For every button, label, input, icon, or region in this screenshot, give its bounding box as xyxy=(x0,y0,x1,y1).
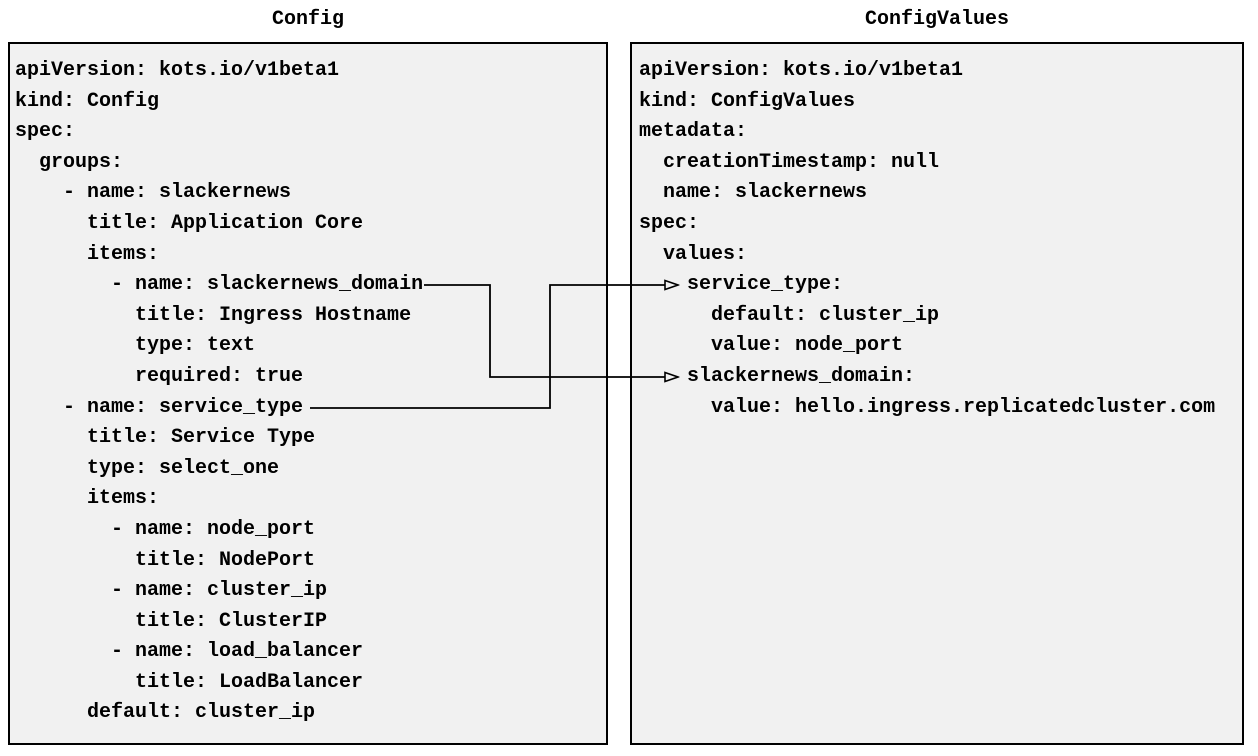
code-line: - name: node_port xyxy=(15,517,316,541)
code-line: value: node_port xyxy=(639,334,904,358)
code-line: default: cluster_ip xyxy=(639,303,940,327)
code-line: spec: xyxy=(639,211,700,235)
code-line: items: xyxy=(15,242,160,266)
code-line: groups: xyxy=(15,150,124,174)
code-line: default: cluster_ip xyxy=(15,701,316,725)
code-line: kind: Config xyxy=(15,89,160,113)
code-line: values: xyxy=(639,242,748,266)
code-line: apiVersion: kots.io/v1beta1 xyxy=(15,59,340,82)
code-line: slackernews_domain: xyxy=(639,364,916,388)
configvalues-code-lines: apiVersion: kots.io/v1beta1 kind: ConfigV… xyxy=(632,44,1242,423)
code-line: items: xyxy=(15,487,160,511)
config-panel-title: Config xyxy=(271,8,344,31)
code-line: service_type: xyxy=(639,273,844,297)
code-line: - name: service_type xyxy=(15,395,304,419)
code-line: creationTimestamp: null xyxy=(639,150,940,174)
code-line: name: slackernews xyxy=(639,181,868,205)
code-line: metadata: xyxy=(639,120,748,144)
code-line: kind: ConfigValues xyxy=(639,89,856,113)
config-code-panel: apiVersion: kots.io/v1beta1 kind: Config s… xyxy=(8,42,608,745)
configvalues-panel-title: ConfigValues xyxy=(864,8,1010,31)
code-line: - name: slackernews_domain xyxy=(15,273,424,297)
code-line: title: NodePort xyxy=(15,548,316,572)
code-line: spec: xyxy=(15,120,76,144)
code-line: required: true xyxy=(15,364,304,388)
configvalues-code-panel: apiVersion: kots.io/v1beta1 kind: ConfigV… xyxy=(630,42,1244,745)
code-line: type: text xyxy=(15,334,256,358)
code-line: title: LoadBalancer xyxy=(15,670,364,694)
code-line: - name: cluster_ip xyxy=(15,579,328,603)
code-line: title: ClusterIP xyxy=(15,609,328,633)
code-line: title: Ingress Hostname xyxy=(15,303,412,327)
config-code-lines: apiVersion: kots.io/v1beta1 kind: Config s… xyxy=(10,44,606,729)
code-line: type: select_one xyxy=(15,456,280,480)
code-line: apiVersion: kots.io/v1beta1 xyxy=(639,59,964,82)
code-line: value: hello.ingress.replicatedcluster.c… xyxy=(639,395,1216,419)
code-line: - name: slackernews xyxy=(15,181,292,205)
code-line: - name: load_balancer xyxy=(15,640,364,664)
code-line: title: Service Type xyxy=(15,426,316,450)
code-line: title: Application Core xyxy=(15,211,364,235)
